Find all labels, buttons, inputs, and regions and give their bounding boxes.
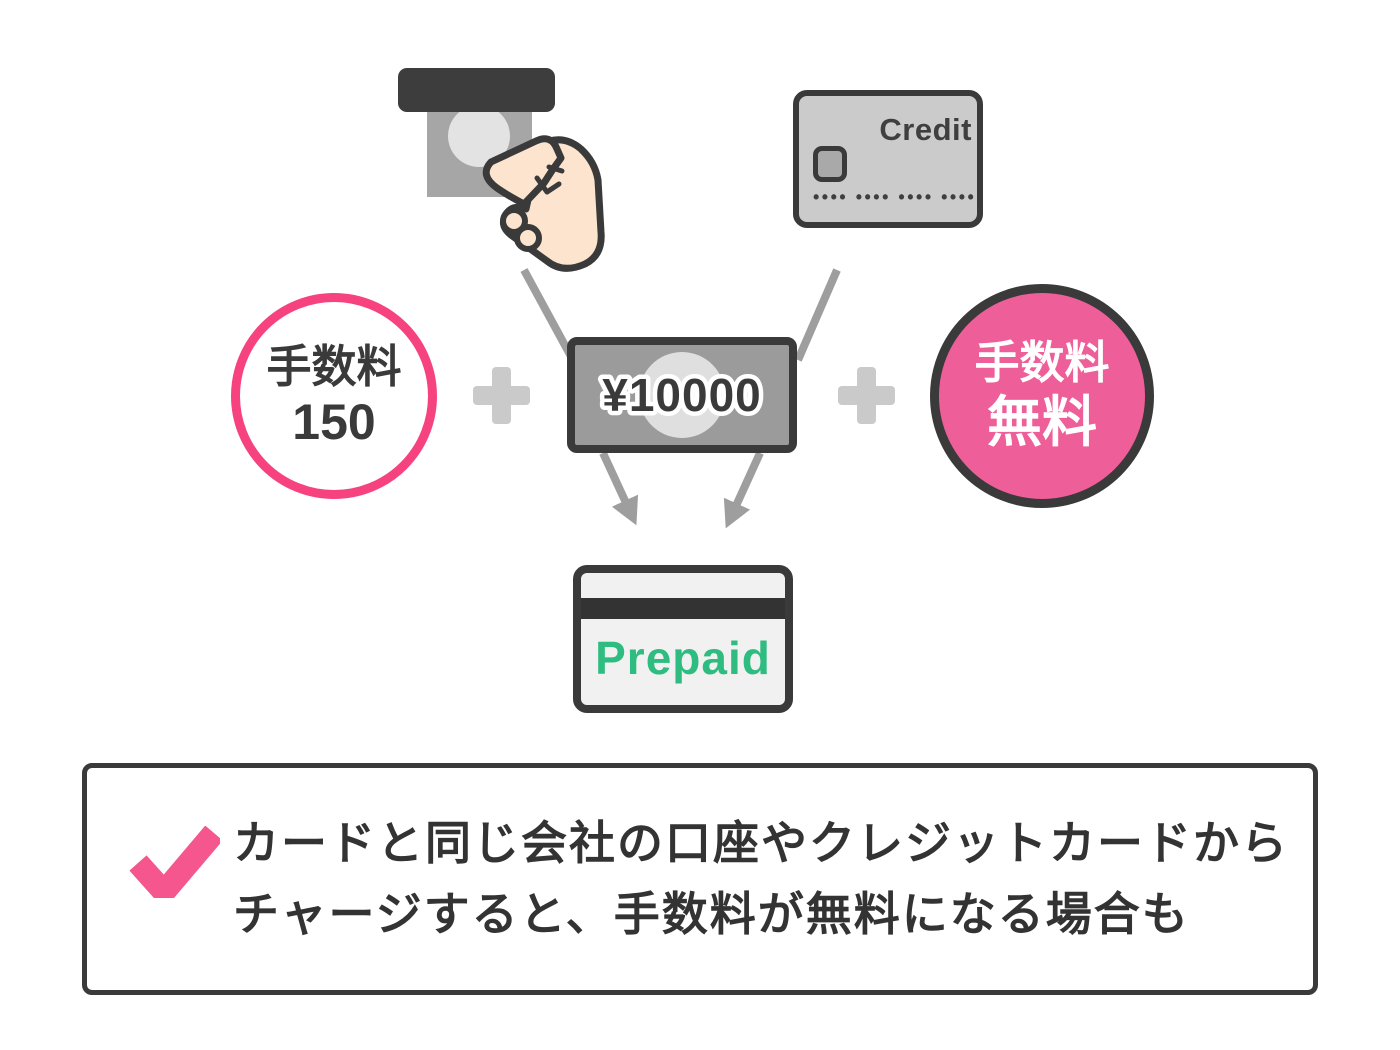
arrow-cash-to-prepaid-right — [723, 451, 764, 529]
banknote-amount: ¥10000 — [602, 369, 762, 421]
credit-card: Credit •••• •••• •••• •••• — [793, 90, 983, 228]
arrow-cash-to-prepaid-left — [599, 451, 639, 526]
banknote: ¥10000 — [567, 337, 797, 453]
hand-icon — [482, 135, 605, 272]
prepaid-card: Prepaid — [573, 565, 793, 713]
checkmark-icon — [129, 826, 220, 898]
atm-deposit-illustration — [398, 68, 605, 272]
fee-free-badge-label: 手数料 — [974, 337, 1110, 388]
note-text: カードと同じ会社の口座やクレジットカードから チャージすると、手数料が無料になる… — [233, 808, 1289, 951]
plus-icon-right — [838, 367, 895, 424]
plus-icon-left — [473, 367, 530, 424]
note-box: カードと同じ会社の口座やクレジットカードから チャージすると、手数料が無料になる… — [82, 763, 1318, 995]
arrow-credit-to-cash — [794, 268, 841, 362]
banknote-watermark — [639, 352, 725, 438]
card-number-dots: •••• •••• •••• •••• — [813, 187, 977, 207]
arrow-atm-to-cash — [520, 268, 578, 364]
fee-free-badge: 手数料 無料 — [930, 284, 1154, 508]
note-line-1: カードと同じ会社の口座やクレジットカードから — [233, 817, 1289, 869]
credit-card-label: Credit — [879, 112, 972, 147]
magnetic-stripe — [581, 598, 785, 619]
fee-150-badge: 手数料 150 — [231, 293, 437, 499]
prepaid-card-label: Prepaid — [595, 632, 771, 684]
card-chip-icon — [813, 146, 847, 182]
fee-150-badge-label: 手数料 — [266, 340, 402, 392]
fee-free-badge-value: 無料 — [986, 391, 1097, 454]
atm-slot-icon — [398, 68, 555, 112]
fee-150-badge-value: 150 — [292, 394, 376, 451]
note-line-2: チャージすると、手数料が無料になる場合も — [233, 888, 1190, 941]
